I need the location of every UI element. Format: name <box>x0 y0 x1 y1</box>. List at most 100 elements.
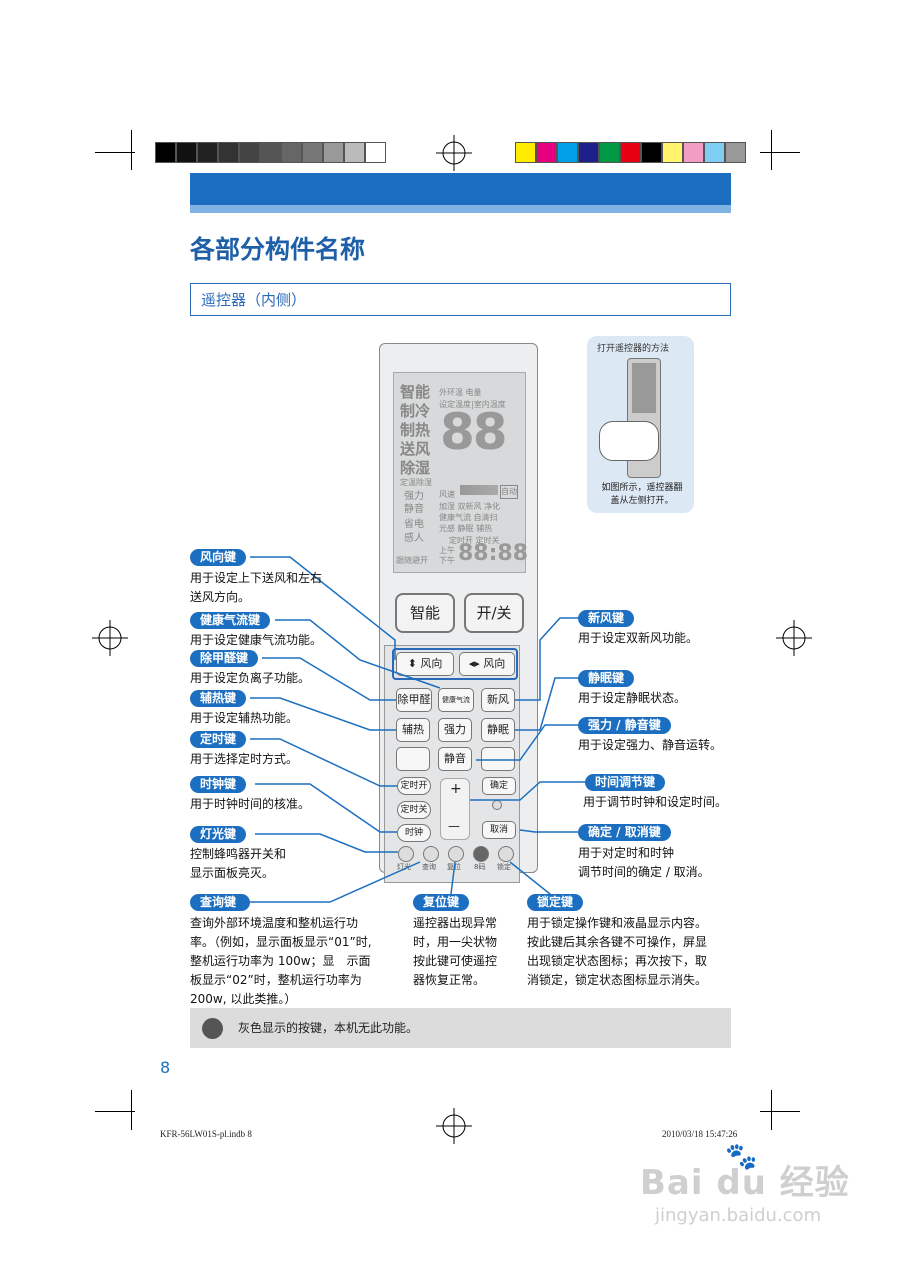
lcd-mode3: 光感 静眠 辅热 <box>439 524 493 533</box>
footer-date: 2010/03/18 15:47:26 <box>662 1129 738 1139</box>
page-title: 各部分构件名称 <box>190 235 366 264</box>
query-key-desc: 板显示“02”时，整机运行功率为 <box>190 973 362 987</box>
lcd-cool: 制冷 <box>400 402 431 420</box>
sleep-key-label: 静眠键 <box>578 670 635 687</box>
wind-lr-button[interactable]: ◂▸ 风向 <box>459 652 515 676</box>
crop-mark <box>131 130 132 170</box>
timer-off-button[interactable]: 定时关 <box>397 801 431 819</box>
query-key-label: 查询键 <box>190 894 250 911</box>
lcd-wind-speed: 风速 <box>439 490 455 499</box>
light-button[interactable] <box>398 846 414 862</box>
time-adjust-key-desc: 用于调节时钟和设定时间。 <box>583 795 728 809</box>
cancel-button[interactable]: 取消 <box>482 821 516 839</box>
open-method-caption: 如图所示，遥控器翻盖从左侧打开。 <box>601 483 683 506</box>
fresh-key-desc: 用于设定双新风功能。 <box>578 631 699 645</box>
lcd-outdoor: 外环温 电量 <box>439 388 482 397</box>
wind-ud-button[interactable]: ⬍ 风向 <box>396 652 454 676</box>
lcd-am: 上午 <box>439 546 455 555</box>
lcd-wind-bars <box>460 485 498 495</box>
minus-key[interactable]: — <box>448 819 460 833</box>
aux-key-desc: 用于设定辅热功能。 <box>190 711 299 725</box>
sleep-key-desc: 用于设定静眠状态。 <box>578 691 687 705</box>
wind-key-label: 风向键 <box>190 549 247 566</box>
formaldehyde-button[interactable]: 除甲醛 <box>396 688 432 712</box>
query-key-desc: 查询外部环境温度和整机运行功 <box>190 916 359 930</box>
lcd-follow: 跟随避开 <box>396 556 428 565</box>
gray-dot-icon <box>202 1018 223 1039</box>
clock-button[interactable]: 时钟 <box>397 824 431 842</box>
fresh-button[interactable]: 新风 <box>481 688 515 712</box>
lcd-fan: 送风 <box>400 440 431 458</box>
sleep-button[interactable]: 静眠 <box>481 718 515 742</box>
reset-button[interactable] <box>448 846 464 862</box>
wind-highlight <box>392 648 518 680</box>
timer-on-button[interactable]: 定时开 <box>397 777 431 795</box>
confirm-button[interactable]: 确定 <box>482 777 516 795</box>
clock-key-desc: 用于时钟时间的核准。 <box>190 797 311 811</box>
section-title: 遥控器（内侧） <box>201 291 307 309</box>
crop-mark <box>771 130 772 170</box>
clock-key-label: 时钟键 <box>190 776 247 793</box>
paw-icon: 🐾 <box>725 1142 758 1172</box>
open-method-title: 打开遥控器的方法 <box>597 344 670 354</box>
smart-button[interactable]: 智能 <box>395 593 455 633</box>
lock-key-desc: 用于锁定操作键和液晶显示内容。 <box>527 916 708 930</box>
time-adjust-key[interactable]: + — <box>440 778 470 840</box>
reset-key-desc: 器恢复正常。 <box>413 973 486 987</box>
light-button-label: 灯光 <box>397 863 411 871</box>
lcd-mute: 静音 <box>404 504 424 515</box>
lcd-mode1: 加湿 双新风 净化 <box>439 502 501 511</box>
light-key-label: 灯光键 <box>190 826 247 843</box>
plus-key[interactable]: + <box>450 781 462 797</box>
lock-key-desc: 按此键后其余各键不可操作，屏显 <box>527 935 708 949</box>
formaldehyde-key-label: 除甲醛键 <box>190 650 259 667</box>
header-bar <box>190 173 731 205</box>
registration-target-icon <box>436 1108 472 1144</box>
baidu-watermark: Bai du 经验 <box>640 1163 850 1203</box>
reset-key-label: 复位键 <box>413 894 470 911</box>
wind-key-desc: 用于设定上下送风和左右 <box>190 571 323 585</box>
confirm-key-label: 确定 / 取消键 <box>578 824 671 841</box>
lock-button[interactable] <box>498 846 514 862</box>
timer-key-label: 定时键 <box>190 731 247 748</box>
wind-ud-label: 风向 <box>420 657 443 670</box>
header-bar-accent <box>190 205 731 213</box>
aux-heat-button[interactable]: 辅热 <box>396 718 430 742</box>
mute-button[interactable]: 静音 <box>438 747 472 771</box>
lcd-heat: 制热 <box>400 421 431 439</box>
strong-button[interactable]: 强力 <box>438 718 472 742</box>
power-button[interactable]: 开/关 <box>464 593 524 633</box>
query-button[interactable] <box>423 846 439 862</box>
blank-button-right[interactable] <box>481 747 515 771</box>
code-button[interactable] <box>473 846 489 862</box>
registration-target-icon <box>92 620 128 656</box>
wind-lr-label: 风向 <box>483 657 506 670</box>
crop-mark <box>131 1090 132 1130</box>
lcd-pm: 下午 <box>439 556 455 565</box>
note-box: 灰色显示的按键，本机无此功能。 <box>190 1008 731 1048</box>
aux-key-label: 辅热键 <box>190 690 247 707</box>
time-adjust-key-label: 时间调节键 <box>585 774 666 791</box>
confirm-key-desc-2: 调节时间的确定 / 取消。 <box>578 865 710 879</box>
blank-button-left[interactable] <box>396 747 430 771</box>
lcd-sense: 感人 <box>404 533 424 544</box>
crop-mark <box>760 152 800 153</box>
crop-mark <box>95 1111 135 1112</box>
lock-button-label: 锁定 <box>497 863 511 871</box>
lcd-temp-label: 设定温度|室内温度 <box>439 400 506 409</box>
lcd-timer: 定时开 定时关 <box>449 536 500 545</box>
query-button-label: 查询 <box>422 863 436 871</box>
formaldehyde-key-desc: 用于设定负离子功能。 <box>190 671 311 685</box>
note-text: 灰色显示的按键，本机无此功能。 <box>238 1021 419 1035</box>
health-button[interactable]: 健康气流 <box>438 688 474 712</box>
page-number: 8 <box>160 1058 171 1077</box>
health-key-label: 健康气流键 <box>190 612 271 629</box>
registration-target-icon <box>436 135 472 171</box>
footer-file: KFR-56LW01S-pl.indb 8 <box>160 1129 252 1139</box>
lcd-strong: 强力 <box>404 491 424 502</box>
query-key-desc: 率。（例如，显示面板显示“01”时, <box>190 935 372 949</box>
confirm-key-desc: 用于对定时和时钟 <box>578 846 675 860</box>
crop-mark <box>760 1111 800 1112</box>
registration-target-icon <box>776 620 812 656</box>
strong-key-label: 强力 / 静音键 <box>578 717 671 734</box>
